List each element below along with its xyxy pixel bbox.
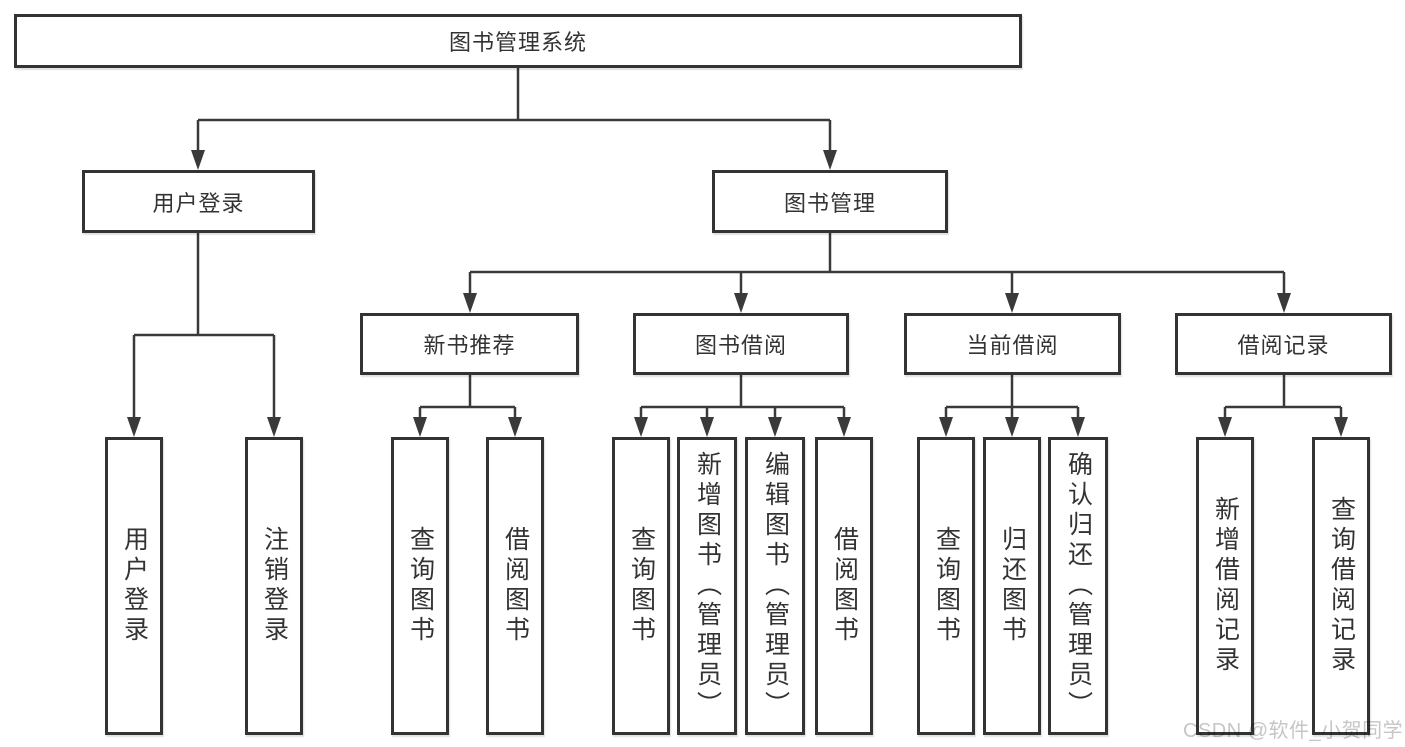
leaf-edit-book-admin: 编辑图书（管理员） xyxy=(745,437,805,735)
leaf-return-book-label: 归还图书 xyxy=(998,526,1027,646)
csdn-watermark: CSDN @软件_小贺同学 xyxy=(1183,720,1404,742)
leaf-add-borrow-record: 新增借阅记录 xyxy=(1196,437,1254,735)
leaf-query-book-1: 查询图书 xyxy=(391,437,449,735)
leaf-add-borrow-record-label: 新增借阅记录 xyxy=(1211,496,1240,676)
leaf-user-login-label: 用户登录 xyxy=(120,526,149,646)
leaf-borrow-book-1: 借阅图书 xyxy=(486,437,544,735)
node-book-borrow: 图书借阅 xyxy=(633,313,849,375)
leaf-confirm-return-admin: 确认归还（管理员） xyxy=(1048,437,1108,735)
leaf-logout-label: 注销登录 xyxy=(260,526,289,646)
leaf-borrow-book-2-label: 借阅图书 xyxy=(830,526,859,646)
leaf-query-borrow-record: 查询借阅记录 xyxy=(1312,437,1370,735)
leaf-borrow-book-2: 借阅图书 xyxy=(815,437,873,735)
leaf-add-book-admin: 新增图书（管理员） xyxy=(677,437,737,735)
tree-branch-lines xyxy=(132,68,1343,433)
node-new-book-recommend: 新书推荐 xyxy=(360,313,579,375)
leaf-edit-book-admin-label: 编辑图书（管理员） xyxy=(761,451,790,721)
leaf-query-book-3: 查询图书 xyxy=(917,437,975,735)
leaf-query-book-2: 查询图书 xyxy=(612,437,670,735)
node-book-management: 图书管理 xyxy=(712,170,948,233)
leaf-return-book: 归还图书 xyxy=(983,437,1041,735)
leaf-borrow-book-1-label: 借阅图书 xyxy=(501,526,530,646)
leaf-add-book-admin-label: 新增图书（管理员） xyxy=(693,451,722,721)
leaf-query-book-3-label: 查询图书 xyxy=(932,526,961,646)
node-current-borrow: 当前借阅 xyxy=(904,313,1121,375)
leaf-confirm-return-admin-label: 确认归还（管理员） xyxy=(1064,451,1093,721)
node-user-login: 用户登录 xyxy=(82,170,315,233)
node-root-system: 图书管理系统 xyxy=(14,14,1022,68)
leaf-query-book-1-label: 查询图书 xyxy=(406,526,435,646)
leaf-query-borrow-record-label: 查询借阅记录 xyxy=(1327,496,1356,676)
node-borrow-records: 借阅记录 xyxy=(1175,313,1392,375)
leaf-query-book-2-label: 查询图书 xyxy=(627,526,656,646)
leaf-logout: 注销登录 xyxy=(245,437,303,735)
leaf-user-login: 用户登录 xyxy=(105,437,163,735)
